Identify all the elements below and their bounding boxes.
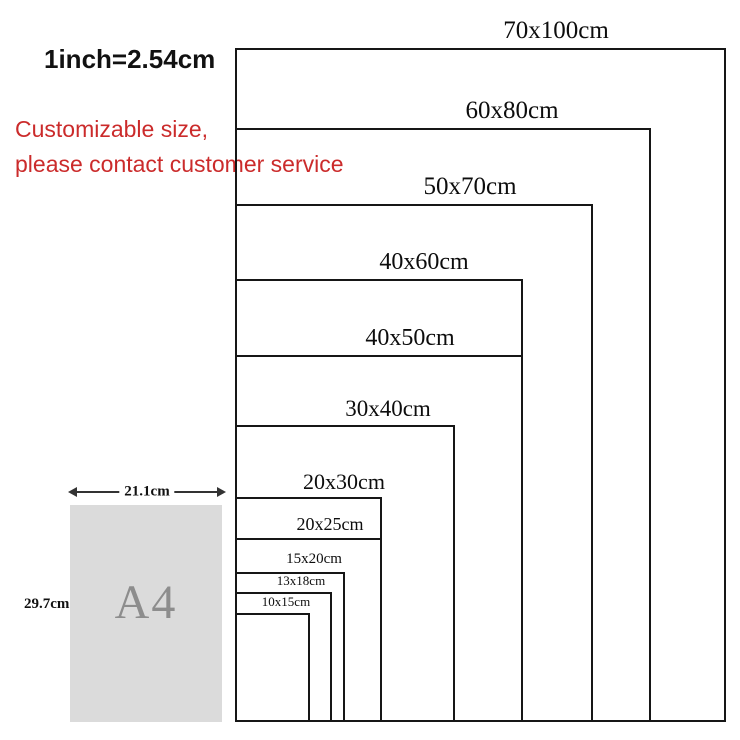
size-label-20x25cm: 20x25cm bbox=[296, 514, 364, 535]
size-label-50x70cm: 50x70cm bbox=[423, 172, 517, 200]
size-label-15x20cm: 15x20cm bbox=[286, 551, 342, 568]
arrow-right-icon bbox=[217, 487, 226, 497]
customize-notice-line1: Customizable size, bbox=[15, 116, 209, 142]
size-label-13x18cm: 13x18cm bbox=[276, 573, 326, 589]
size-label-60x80cm: 60x80cm bbox=[465, 96, 559, 124]
customize-notice: Customizable size, please contact custom… bbox=[15, 112, 344, 182]
size-label-10x15cm: 10x15cm bbox=[261, 594, 311, 610]
customize-notice-line2: please contact customer service bbox=[15, 151, 344, 177]
a4-width-dimension: 21.1cm bbox=[68, 483, 226, 501]
a4-sheet: A4 bbox=[70, 505, 222, 722]
size-label-20x30cm: 20x30cm bbox=[303, 468, 385, 494]
size-label-30x40cm: 30x40cm bbox=[345, 395, 431, 421]
size-rect-10x15cm bbox=[235, 613, 310, 722]
inch-conversion-note: 1inch=2.54cm bbox=[44, 44, 216, 74]
a4-label: A4 bbox=[114, 576, 178, 629]
a4-width-label: 21.1cm bbox=[119, 483, 175, 501]
a4-height-label: 29.7cm bbox=[24, 596, 70, 612]
size-label-40x50cm: 40x50cm bbox=[365, 324, 455, 351]
size-label-70x100cm: 70x100cm bbox=[503, 16, 609, 44]
size-label-40x60cm: 40x60cm bbox=[379, 248, 469, 275]
